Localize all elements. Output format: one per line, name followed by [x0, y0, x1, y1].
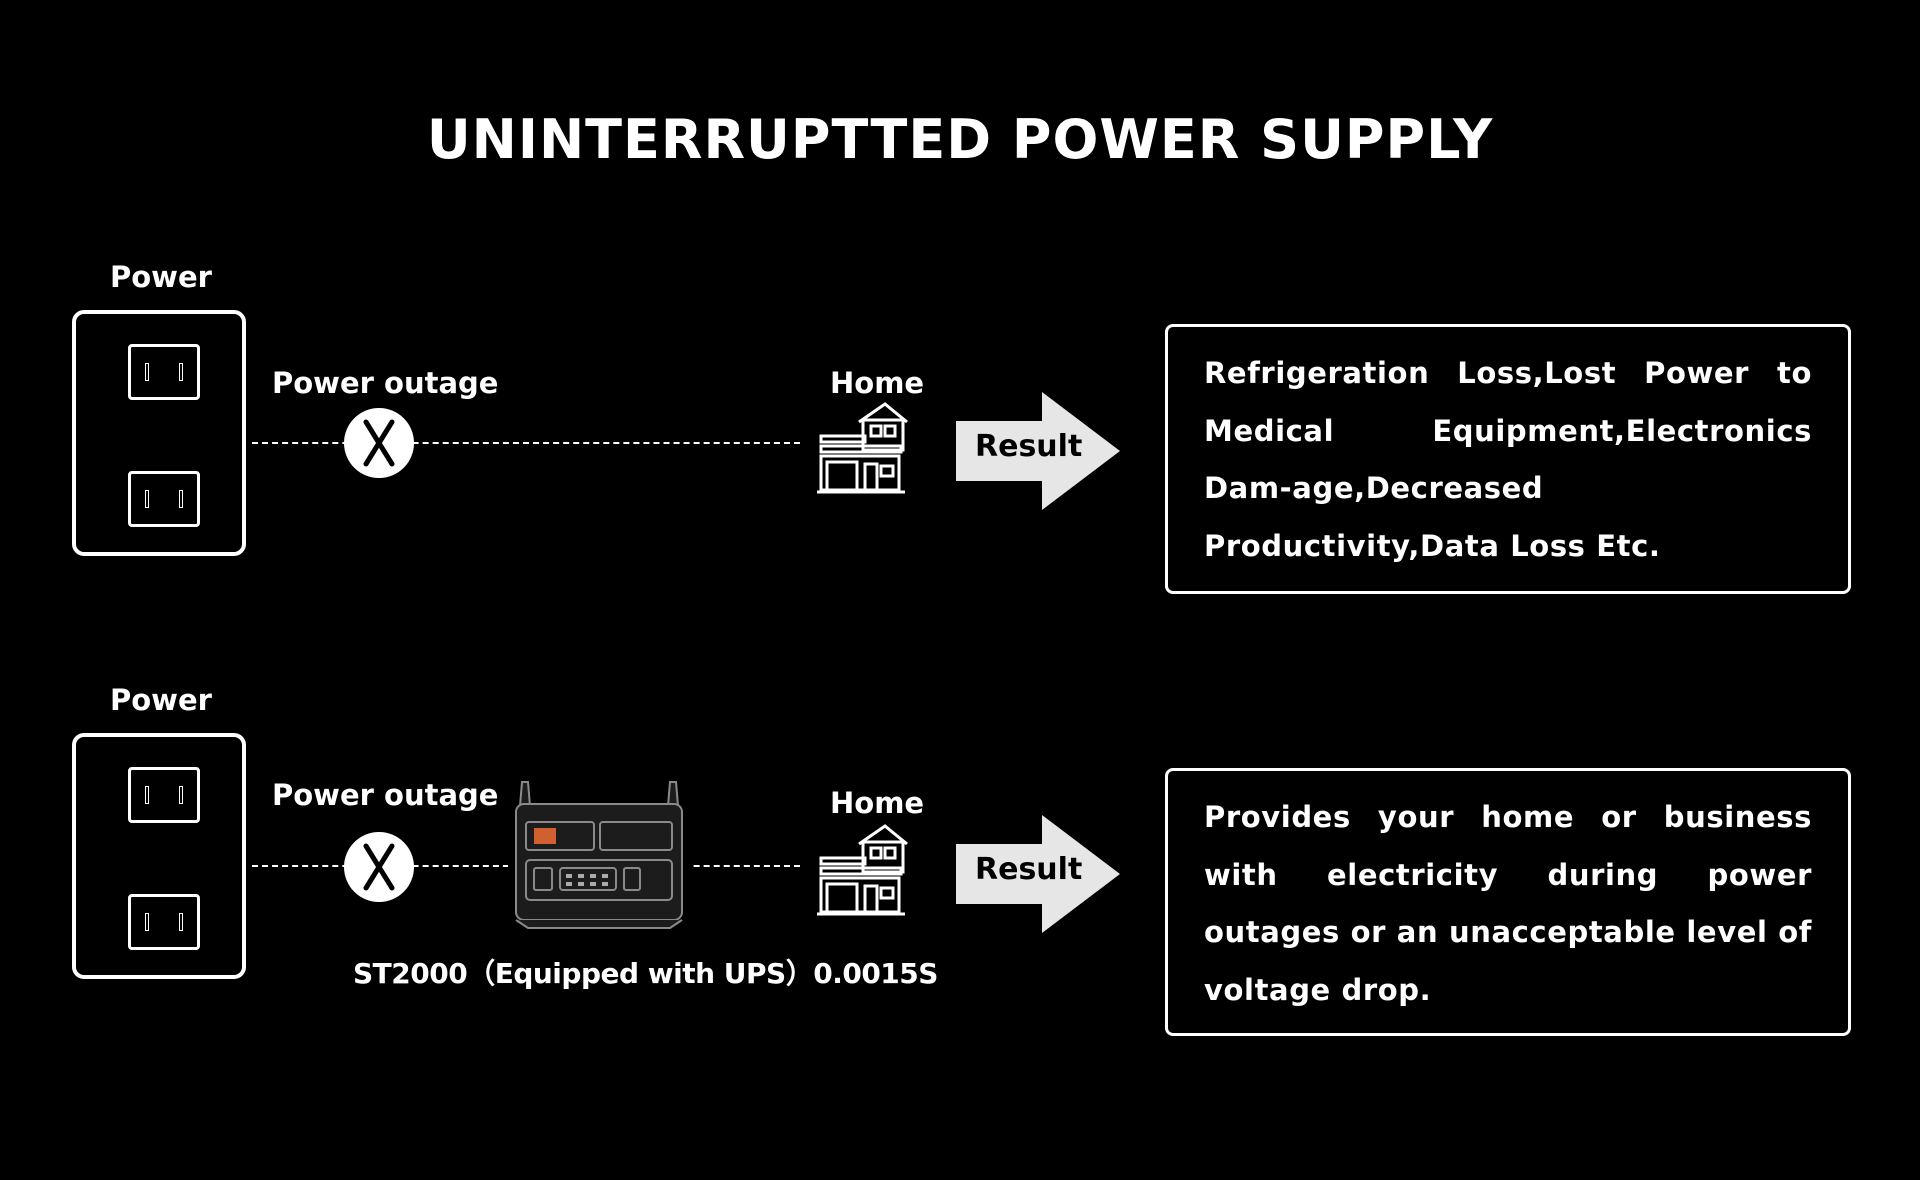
- outlet-icon: [72, 733, 246, 979]
- device-caption: ST2000（Equipped with UPS）0.0015S: [353, 957, 938, 990]
- page-title: UNINTERRUPTTED POWER SUPPLY: [426, 108, 1494, 171]
- cross-circle-icon: [344, 832, 414, 902]
- power-outage-label-row1: Power outage: [272, 366, 499, 400]
- outlet-icon: [72, 310, 246, 556]
- result-label-row1: Result: [975, 429, 1083, 464]
- result-box-row2: Provides your home or business with elec…: [1165, 768, 1851, 1036]
- power-outage-label-row2: Power outage: [272, 778, 499, 812]
- result-label-row2: Result: [975, 852, 1083, 887]
- result-box-row1: Refrigeration Loss,Lost Power to Medical…: [1165, 324, 1851, 594]
- power-station-icon: [508, 778, 690, 930]
- arrow-right-icon: [956, 392, 1120, 510]
- cross-circle-icon: [344, 408, 414, 478]
- power-label-row1: Power: [110, 260, 212, 294]
- house-icon: [817, 824, 908, 916]
- socket-bottom: [128, 894, 200, 950]
- arrow-right-icon: [956, 815, 1120, 933]
- socket-top: [128, 767, 200, 823]
- socket-bottom: [128, 471, 200, 527]
- house-icon: [817, 402, 908, 494]
- result-text-row1: Refrigeration Loss,Lost Power to Medical…: [1204, 356, 1812, 563]
- home-label-row1: Home: [830, 366, 925, 400]
- power-label-row2: Power: [110, 683, 212, 717]
- connection-line-row1: [252, 442, 800, 444]
- socket-top: [128, 344, 200, 400]
- result-text-row2: Provides your home or business with elec…: [1204, 800, 1812, 1007]
- home-label-row2: Home: [830, 786, 925, 820]
